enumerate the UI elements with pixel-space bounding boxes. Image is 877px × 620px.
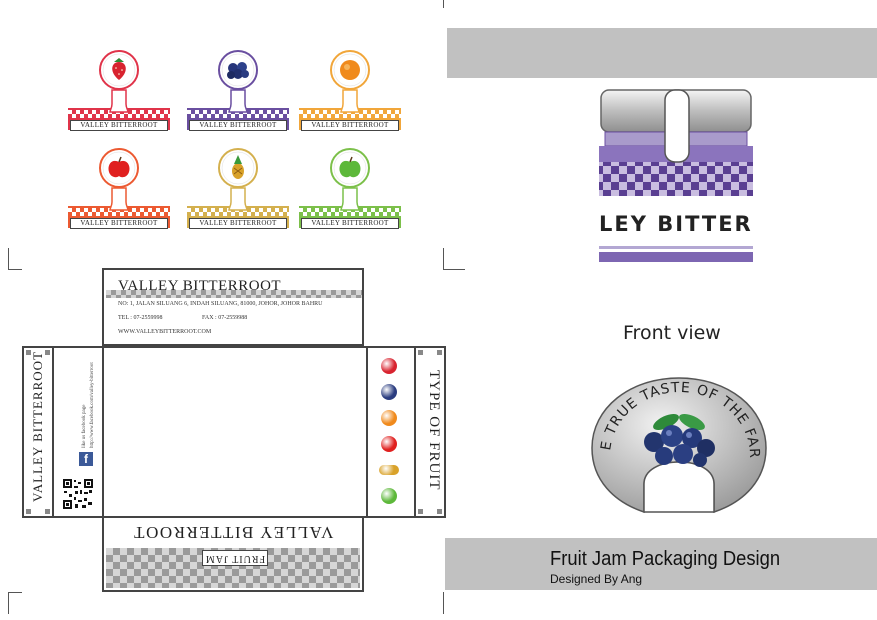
pineapple-icon [379, 465, 399, 475]
jar-label: VALLEY BITTERROOT [183, 46, 293, 136]
footer-bar: Fruit Jam Packaging Design Designed By A… [445, 538, 877, 590]
jar-label: VALLEY BITTERROOT [64, 46, 174, 136]
blueberry-icon [644, 413, 715, 467]
corner-square [45, 509, 50, 514]
jar-label: VALLEY BITTERROOT [183, 144, 293, 234]
facebook-icon: f [79, 452, 93, 466]
facebook-text: like us facebook page [82, 404, 87, 448]
footer-subtitle: Designed By Ang [550, 572, 643, 586]
crop-mark [8, 248, 9, 270]
box-left-panel: like us facebook page http://www.faceboo… [52, 346, 104, 518]
jar-label: VALLEY BITTERROOT [64, 144, 174, 234]
corner-square [437, 509, 442, 514]
apple-green-icon [381, 488, 397, 504]
jar-label: VALLEY BITTERROOT [295, 144, 405, 234]
fruit-jam-label: FRUIT JAM [202, 550, 268, 566]
qr-code-icon [62, 478, 94, 510]
box-address: NO: 1, JALAN SILUANG 6, INDAH SILUANG, 8… [118, 301, 323, 307]
apple-red-icon [108, 156, 130, 178]
crop-mark [8, 269, 22, 270]
corner-square [437, 350, 442, 355]
corner-square [418, 350, 423, 355]
facebook-url: http://www.facebook.com/valley-bitterroo… [90, 362, 95, 448]
box-website: WWW.VALLEYBITTERROOT.COM [118, 329, 212, 335]
jar-label-brand: VALLEY BITTERROOT [70, 218, 168, 229]
orange-icon [340, 60, 360, 80]
corner-square [26, 509, 31, 514]
box-right-side: TYPE OF FRUIT [414, 346, 446, 518]
box-brand-bottom: VALLEY BITTERROOT [132, 523, 334, 542]
apple-red-icon [381, 436, 397, 452]
pineapple-icon [232, 155, 244, 179]
jar-label: VALLEY BITTERROOT [295, 46, 405, 136]
jar-label-brand: VALLEY BITTERROOT [70, 120, 168, 131]
front-view-caption: Front view [623, 322, 721, 344]
corner-square [26, 350, 31, 355]
type-of-fruit-label: TYPE OF FRUIT [426, 370, 442, 491]
blueberry-icon [227, 62, 249, 79]
crop-mark [443, 248, 444, 270]
footer-title: Fruit Jam Packaging Design [550, 548, 781, 570]
seal-badge: THE TRUE TASTE OF THE FARM [581, 360, 770, 518]
orange-icon [381, 410, 397, 426]
checker-strip [106, 290, 362, 298]
box-fruit-panel [366, 346, 416, 518]
jar-label-text: LEY BITTERRO [599, 212, 753, 236]
box-bottom-flap: VALLEY BITTERROOT FRUIT JAM [102, 516, 364, 592]
box-left-side: VALLEY BITTERROOT [22, 346, 54, 518]
crop-mark [8, 592, 9, 614]
corner-square [418, 509, 423, 514]
crop-mark [443, 592, 444, 614]
box-top-flap: VALLEY BITTERROOT NO: 1, JALAN SILUANG 6… [102, 268, 364, 346]
blueberry-icon [381, 384, 397, 400]
crop-mark [8, 592, 22, 593]
header-bar [447, 28, 877, 78]
box-tel: TEL : 07-2559998 [118, 315, 163, 321]
box-side-brand: VALLEY BITTERROOT [30, 351, 45, 502]
jar-label-brand: VALLEY BITTERROOT [301, 218, 399, 229]
box-front-panel [102, 346, 368, 518]
crop-mark [443, 0, 444, 8]
box-fax: FAX : 07-2559988 [202, 315, 248, 321]
corner-square [45, 350, 50, 355]
jar-label-brand: VALLEY BITTERROOT [189, 120, 287, 131]
jar-front-view: LEY BITTERRO [595, 86, 757, 268]
strawberry-icon [381, 358, 397, 374]
jar-label-brand: VALLEY BITTERROOT [301, 120, 399, 131]
jar-label-brand: VALLEY BITTERROOT [189, 218, 287, 229]
crop-mark [443, 269, 465, 270]
strawberry-icon [112, 58, 126, 80]
apple-green-icon [339, 156, 361, 178]
